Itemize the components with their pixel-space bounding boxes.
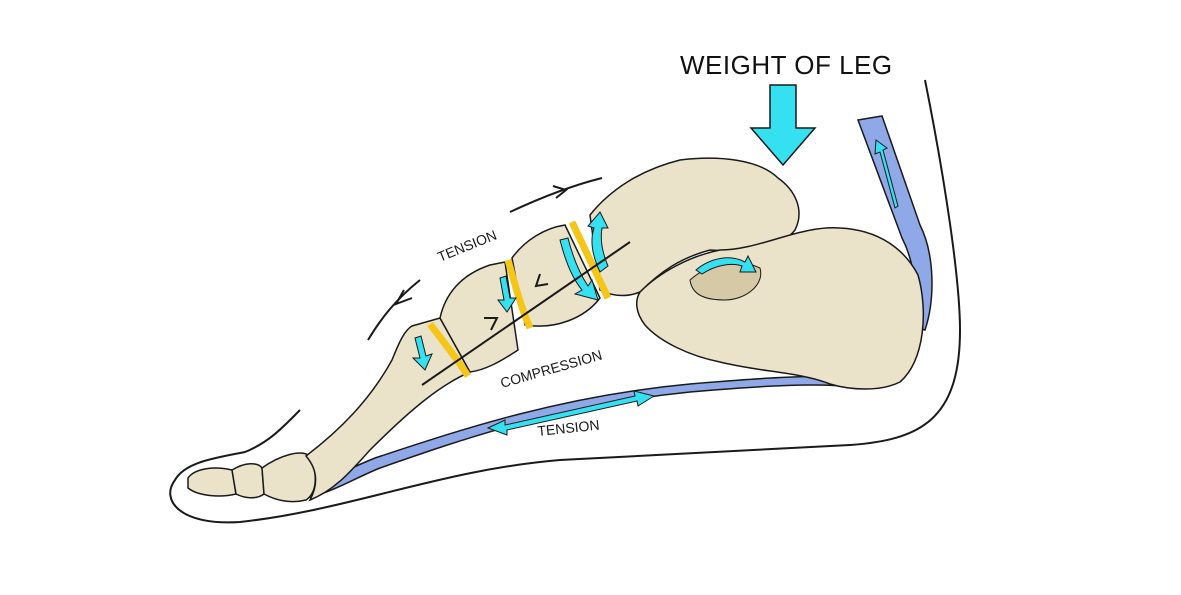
tension-top-arc-2 bbox=[509, 177, 603, 213]
joint-cartilage-2 bbox=[504, 259, 534, 330]
rotation-arrow-icon bbox=[559, 237, 599, 301]
toe-middle-phalanx bbox=[231, 463, 265, 499]
label-tension-bottom: TENSION bbox=[537, 417, 601, 439]
weight-of-leg-title: WEIGHT OF LEG bbox=[680, 50, 893, 80]
compression-line bbox=[421, 241, 631, 386]
joint-cartilage-1 bbox=[427, 321, 471, 378]
rotation-arrow-icon bbox=[411, 335, 433, 371]
compression-arrowhead-icon bbox=[534, 273, 549, 288]
rotation-arrow-icon bbox=[587, 211, 609, 273]
rotation-arrow-icon bbox=[695, 254, 757, 275]
label-tension-top: TENSION bbox=[435, 227, 499, 265]
tension-right-arrowhead-icon bbox=[552, 185, 569, 199]
foot-skin-outline bbox=[169, 79, 962, 524]
weight-down-arrow-icon bbox=[749, 84, 817, 167]
compression-arrowhead-icon bbox=[484, 317, 499, 331]
rotation-arrow-icon bbox=[497, 275, 517, 313]
navicular-bone bbox=[511, 224, 601, 327]
tension-left-arrowhead-icon bbox=[393, 289, 413, 306]
tension-top-arc bbox=[367, 279, 421, 341]
tension-bottom-arrow-icon bbox=[486, 390, 656, 436]
toe-distal-phalanx bbox=[187, 467, 237, 497]
joint-cartilage-3 bbox=[568, 220, 612, 300]
toe-proximal-phalanx bbox=[261, 452, 316, 503]
metatarsal-bone bbox=[304, 317, 472, 502]
achilles-arrow-icon bbox=[874, 139, 899, 209]
